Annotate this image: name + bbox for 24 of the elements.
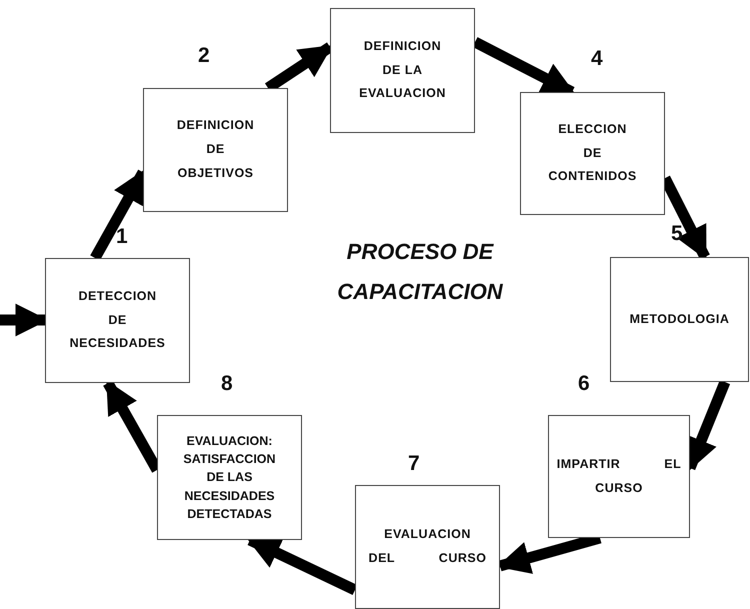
step-text: DEFINICION DE LA EVALUACION bbox=[358, 38, 447, 102]
process-box bbox=[45, 258, 190, 383]
step-number: 7 bbox=[408, 452, 420, 476]
step-number: 1 bbox=[116, 225, 128, 249]
step-number: 5 bbox=[671, 222, 683, 246]
process-box bbox=[548, 415, 690, 538]
step-text: EVALUACION DEL CURSO bbox=[368, 526, 488, 567]
diagram-title: PROCESO DE CAPACITACION bbox=[336, 238, 504, 306]
step-text: METODOLOGIA bbox=[628, 310, 730, 328]
step-number: 4 bbox=[591, 47, 603, 71]
process-box bbox=[520, 92, 665, 215]
step-text: ELECCION DE CONTENIDOS bbox=[547, 120, 638, 186]
step-text: DETECCION DE NECESIDADES bbox=[68, 288, 166, 352]
process-box bbox=[157, 415, 302, 540]
process-box bbox=[143, 88, 288, 212]
process-box bbox=[330, 8, 475, 133]
step-text: IMPARTIR EL CURSO bbox=[556, 456, 682, 496]
step-text: EVALUACION: SATISFACCION DE LAS NECESIDADES DETECTADAS bbox=[182, 433, 277, 523]
step-number: 6 bbox=[578, 372, 590, 396]
step-text: DEFINICION DE OBJETIVOS bbox=[176, 117, 256, 182]
step-number: 2 bbox=[198, 44, 210, 68]
process-box bbox=[610, 257, 749, 382]
step-number: 8 bbox=[221, 372, 233, 396]
process-box bbox=[355, 485, 500, 609]
